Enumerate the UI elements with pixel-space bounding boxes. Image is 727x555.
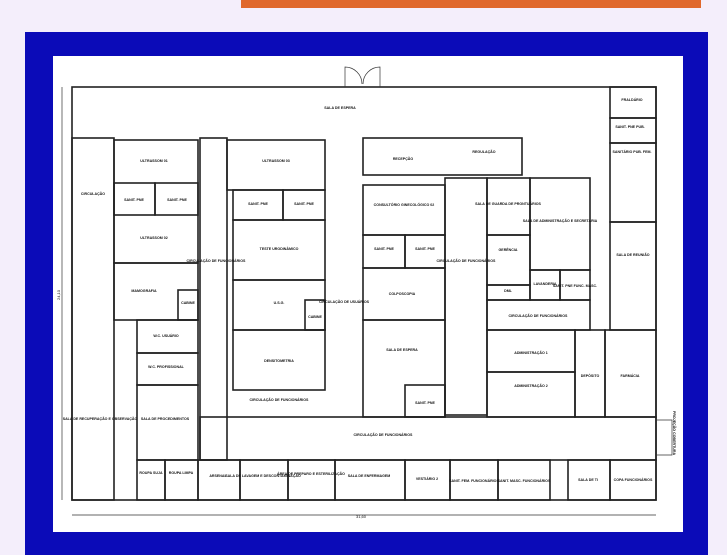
room-wall [362,184,446,236]
room-wall [232,329,326,391]
room-label: SANIT. PNE [167,198,187,202]
room-wall [609,142,657,223]
room-wall [197,459,241,501]
room-label: SANIT. PNE [124,198,144,202]
room-wall [404,234,446,269]
room-label: ADMINISTRAÇÃO 1 [514,350,548,355]
room-label: SALA DE ADMINISTRAÇÃO E SECRETARIA [523,218,598,223]
room-label: ULTRASSOM 02 [140,236,168,240]
room-label: CIRCULAÇÃO DE FUNCIONÁRIOS [437,258,496,263]
room-label: ULTRASSOM 03 [262,159,290,163]
room-label: SANIT. PNE [294,202,314,206]
room-label: VESTIÁRIO 2 [416,476,438,481]
room-label: MAMOGRAFIA [131,289,157,293]
room-wall [199,416,657,461]
room-label: TESTE URODINÂMICO [260,246,299,251]
room-wall [486,371,576,418]
room-wall [486,177,531,236]
room-wall [136,459,166,501]
room-label: ÁREA DE PREPARO E ESTERILIZAÇÃO [277,471,345,476]
walls [71,66,673,501]
room-label: CIRCULAÇÃO DE FUNCIONÁRIOS [354,432,413,437]
room-wall [71,137,115,501]
room-label: LAVANDERIA [533,282,556,286]
room-wall [609,117,657,144]
room-label: SALA DE ESPERA [386,348,418,352]
entrance-door-icon [344,66,673,456]
room-label: SANIT. FEM. FUNCIONÁRIOS [449,478,499,483]
room-label: SALA DE PROCEDIMENTOS [141,417,190,421]
floor-plan-sheet [53,56,683,532]
room-label: SANIT. PNE [374,247,394,251]
room-wall [609,86,657,119]
room-wall [199,137,228,461]
room-label: CABINE [181,301,195,305]
room-wall [362,234,406,269]
room-label: SANIT. PNE PUB. [615,125,644,129]
room-label: SALA DE ENFERMAGEM [348,474,391,478]
room-label: DEPÓSITO [581,373,600,378]
room-wall [226,139,326,191]
room-wall [154,182,199,216]
room-label: SALA DE TI [578,478,598,482]
accent-bar [241,0,701,8]
room-label: DENSITOMETRIA [264,359,294,363]
room-wall [136,352,199,386]
room-label: CIRCULAÇÃO DE FUNCIONÁRIOS [187,258,246,263]
room-label: ADMINISTRAÇÃO 2 [514,383,548,388]
room-wall [239,459,289,501]
room-labels: SALA DE ESPERA FRALDÁRIO SANIT. PNE PUB. SA… [63,97,677,483]
room-label: SALA DE ESPERA [324,106,356,110]
room-wall [136,384,199,461]
room-label: ROUPA SUJA [139,471,163,475]
room-wall [71,86,657,501]
room-label: RECEPÇÃO [393,156,414,161]
room-wall [232,279,326,331]
room-label: SALA DE REUNIÃO [616,252,649,257]
room-label: CIRCULAÇÃO [81,191,105,196]
height-dimension: 24,10 [56,289,61,300]
room-wall [609,221,657,331]
room-label: FRALDÁRIO [621,97,642,102]
room-label: U.S.G. [274,301,285,305]
room-label: SALA DE LAVAGEM E DESCONTAMINAÇÃO [225,473,301,478]
room-wall [362,137,523,176]
room-label: W.C. USUÁRIO [153,333,179,338]
room-wall [444,177,488,416]
room-label: SANIT. MASC. FUNCIONÁRIOS [498,478,551,483]
room-label: CIRCULAÇÃO DE FUNCIONÁRIOS [250,397,309,402]
room-label: ULTRASSOM 01 [140,159,168,163]
room-label: CIRCULAÇÃO DE USUÁRIOS [319,299,370,304]
room-label: SANIT. PNE [415,401,435,405]
room-label: GERÊNCIA [499,247,518,252]
room-label: SANITÁRIO PUB. FEM. [613,149,652,154]
room-label: SANIT. PNE [248,202,268,206]
room-wall [529,177,591,271]
room-label: W.C. PROFISSIONAL [148,365,185,369]
room-label: SALA DE GUARDA DE PRONTUÁRIOS [475,201,541,206]
width-dimension: 31,60 [356,514,367,519]
room-wall [287,459,336,501]
room-label: CABINE [308,315,322,319]
room-label: PROJEÇÃO COBERTURA [672,411,677,456]
room-label: FARMÁCIA [621,373,640,378]
room-wall [164,459,199,501]
room-label: CIRCULAÇÃO DE FUNCIONÁRIOS [509,313,568,318]
room-label: COPA FUNCIONÁRIOS [614,477,653,482]
room-label: ROUPA LIMPA [169,471,194,475]
room-label: ARSENAL [209,474,227,478]
room-label: SALA DE RECUPERAÇÃO E OBSERVAÇÃO [63,416,138,421]
room-label: REGULAÇÃO [472,149,495,154]
room-label: CONSULTÓRIO GINECOLÓGICO 02 [374,202,435,207]
room-label: SANIT. PNE FUNC. MASC. [553,284,597,288]
room-label: SANIT. PNE [415,247,435,251]
room-label: DML [504,289,513,293]
room-label: COLPOSCOPIA [389,292,416,296]
room-wall [177,289,199,321]
room-wall [334,459,406,501]
